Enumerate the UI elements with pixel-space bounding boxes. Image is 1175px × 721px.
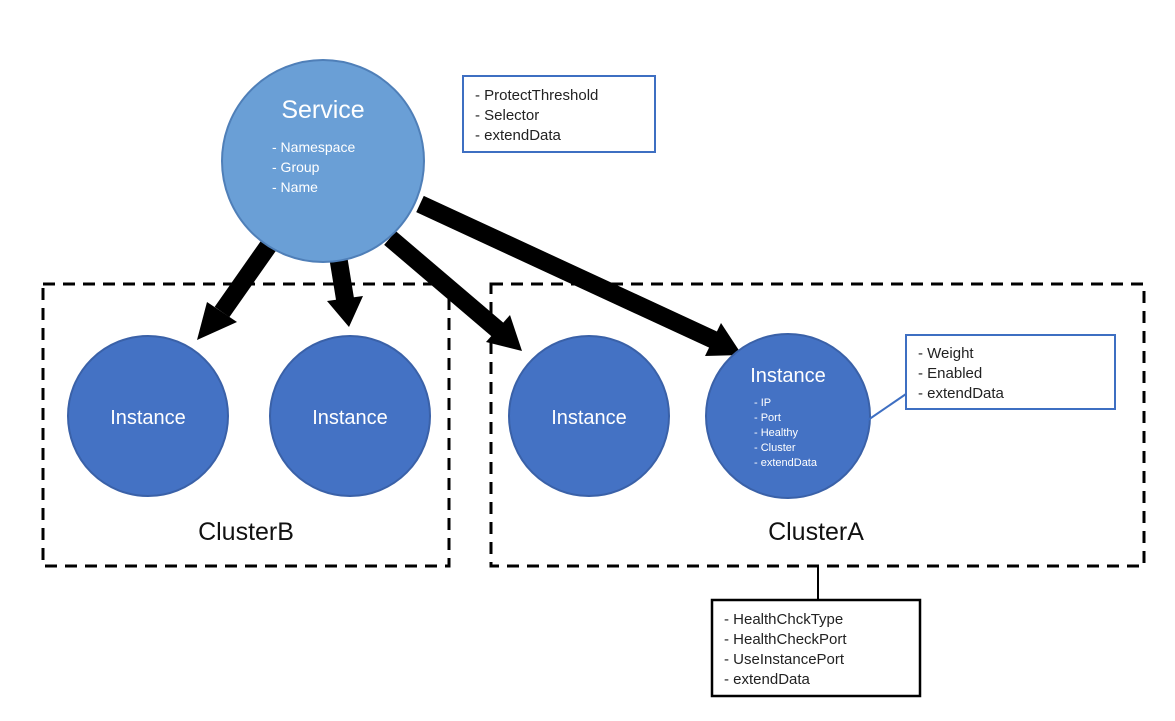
service-attr-group: - Group: [272, 159, 320, 175]
arrow-to-clustera-instance-plain: [384, 231, 522, 351]
cluster-note-line-2: - HealthCheckPort: [724, 631, 847, 648]
service-note-line-2: - Selector: [475, 107, 539, 124]
clustera-instance-plain-node: [508, 335, 670, 497]
clustera-instance-attr-ip: - IP: [754, 397, 771, 409]
service-note-line-3: - extendData: [475, 127, 562, 144]
cluster-note-box: [710, 598, 922, 698]
clustera-instance-attr-cluster: - Cluster: [754, 442, 796, 454]
service-note-box: [462, 75, 656, 153]
clusterb-instance-2-label: Instance: [312, 407, 388, 429]
clustera-instance-attr-port: - Port: [754, 412, 781, 424]
clusterb-label: ClusterB: [198, 518, 294, 546]
clustera-instance-detailed-title: Instance: [750, 365, 826, 387]
service-attr-name: - Name: [272, 179, 318, 195]
service-title: Service: [281, 96, 364, 124]
service-note-line-1: - ProtectThreshold: [475, 87, 598, 104]
arrow-to-clusterb-instance-1: [197, 239, 277, 340]
cluster-note-line-4: - extendData: [724, 671, 811, 688]
arrows: [197, 195, 742, 356]
instance-note-connector: [867, 393, 907, 421]
arrow-to-clustera-instance-detailed: [416, 195, 742, 356]
clusterb-instance-1-label: Instance: [110, 407, 186, 429]
arrow-to-clusterb-instance-2: [327, 254, 363, 327]
clusterb-instance-1-node: [67, 335, 229, 497]
instance-note-box: [905, 334, 1116, 410]
instance-note-line-2: - Enabled: [918, 365, 982, 382]
clustera-instance-detailed-node: [705, 333, 871, 499]
instance-note-line-1: - Weight: [918, 345, 974, 362]
service-attr-namespace: - Namespace: [272, 139, 355, 155]
cluster-note-line-1: - HealthChckType: [724, 611, 843, 628]
instance-note-line-3: - extendData: [918, 385, 1005, 402]
clusterb-instance-2-node: [269, 335, 431, 497]
clustera-instance-attr-healthy: - Healthy: [754, 427, 799, 439]
cluster-note-line-3: - UseInstancePort: [724, 651, 845, 668]
clustera-instance-attr-extenddata: - extendData: [754, 457, 818, 469]
clustera-label: ClusterA: [768, 518, 864, 546]
service-node: [221, 59, 425, 263]
clustera-instance-plain-label: Instance: [551, 407, 627, 429]
